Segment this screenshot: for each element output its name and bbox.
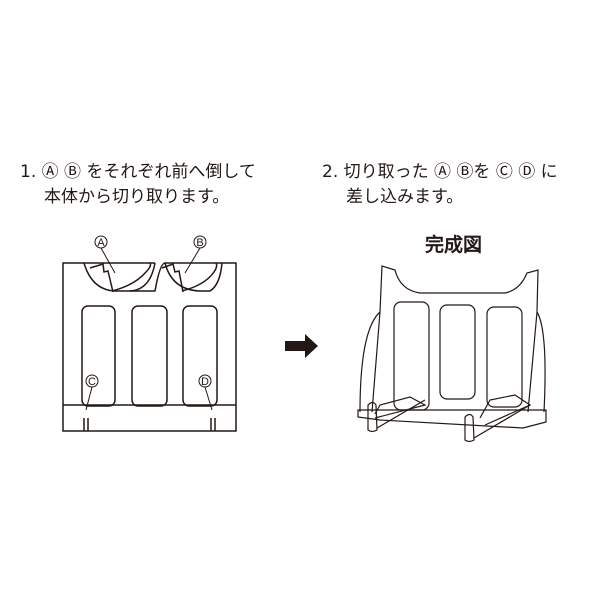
assembled-stand: [357, 265, 547, 443]
flat-part: [62, 235, 237, 432]
step2-line1: 2. 切り取った Ⓐ Ⓑを Ⓒ Ⓓ に: [322, 162, 558, 182]
tab-a: [89, 263, 114, 293]
tab-b: [161, 263, 184, 293]
tab-a-inserted: [367, 401, 378, 433]
label-a: A: [97, 237, 105, 249]
step1-line2: 本体から切り取ります。: [44, 187, 230, 207]
tab-b-inserted: [464, 413, 475, 443]
step1-line1: 1. Ⓐ Ⓑ をそれぞれ前へ倒して: [20, 162, 256, 182]
label-b: B: [196, 237, 203, 249]
right-arrow-icon: [285, 334, 318, 358]
result-title: 完成図: [425, 234, 483, 256]
label-d: D: [201, 376, 209, 388]
step2-line2: 差し込みます。: [346, 187, 464, 207]
label-c: C: [88, 376, 96, 388]
